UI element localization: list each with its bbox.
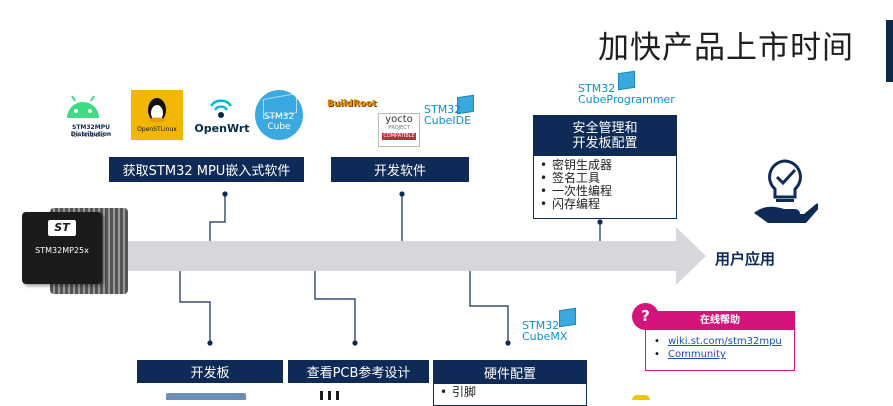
openstlinux-logo: OpenSTLinux [131, 90, 183, 140]
help-question-icon: ? [632, 303, 659, 330]
stm32cubeide-logo: STM32 CubeIDE [424, 94, 484, 127]
box-hw-config: 硬件配置 •引脚 [433, 360, 587, 406]
pcb-image [320, 391, 339, 400]
page-title: 加快产品上市时间 [598, 30, 854, 66]
android-icon [67, 95, 99, 118]
list-item: •闪存编程 [540, 197, 601, 211]
stm32cube-line2: Cube [267, 122, 291, 132]
list-item: •引脚 [440, 385, 477, 399]
hw-config-list: •引脚 [434, 384, 586, 399]
st-logo: ST [48, 220, 76, 236]
yocto-compatible-tag: COMPATIBLE [382, 133, 416, 140]
cubemx-line2: CubeMX [522, 330, 568, 343]
openwrt-logo: OpenWrt [192, 96, 252, 140]
lightbulb-hand-icon [754, 159, 818, 223]
buildroot-label: BuildRoot [327, 99, 377, 109]
cubemx-line1: STM32 [522, 319, 560, 332]
security-box-list: •密钥生成器 •签名工具 •一次性编程 •闪存编程 [534, 156, 676, 211]
stm32cubemx-logo: STM32 CubeMX [522, 307, 582, 344]
yocto-sub: PROJECT [388, 125, 410, 131]
cube-icon [559, 307, 576, 328]
android-logo: STM32MPU Distribution for Android™ [55, 92, 127, 146]
android-logo-line1: STM32MPU Distribution [70, 124, 112, 138]
box-get-embedded-software: 获取STM32 MPU嵌入式软件 [109, 157, 304, 182]
edge-bar [886, 20, 893, 82]
stm32cube-logo: STM32 Cube [255, 90, 303, 140]
cube-icon [618, 70, 635, 91]
cubeide-line2: CubeIDE [424, 114, 472, 127]
stm32cubeprogrammer-logo: STM32 CubeProgrammer [578, 70, 678, 107]
online-help-title: 在线帮助 [646, 312, 794, 330]
box-dev-software: 开发软件 [331, 157, 469, 182]
yocto-logo: yocto PROJECT COMPATIBLE [378, 113, 420, 147]
android-logo-line2: for Android™ [71, 132, 111, 139]
cubeprogrammer-line2: CubeProgrammer [578, 93, 675, 106]
tux-icon [148, 98, 166, 123]
box-pcb-reference: 查看PCB参考设计 [288, 360, 429, 383]
security-box-title: 安全管理和 开发板配置 [534, 116, 676, 156]
cubeide-line1: STM32 [424, 103, 462, 116]
list-item: •密钥生成器 [540, 158, 613, 172]
user-application-label: 用户应用 [715, 250, 776, 268]
dev-board-image [166, 393, 246, 400]
list-item: •一次性编程 [540, 184, 613, 198]
chip-stm32mp25x: ST STM32MP25x [22, 208, 128, 294]
online-help-links: •wiki.st.com/stm32mpu •Community [654, 336, 782, 360]
link-wiki[interactable]: wiki.st.com/stm32mpu [668, 336, 782, 347]
chip-label: STM32MP25x [35, 246, 89, 255]
box-security-management: 安全管理和 开发板配置 •密钥生成器 •签名工具 •一次性编程 •闪存编程 [533, 115, 677, 219]
online-help-box: 在线帮助 •wiki.st.com/stm32mpu •Community [645, 311, 795, 371]
openstlinux-label: OpenSTLinux [137, 126, 177, 133]
openwrt-label: OpenWrt [194, 122, 250, 135]
hw-config-title: 硬件配置 [434, 361, 586, 384]
box-dev-board: 开发板 [137, 360, 283, 383]
stm32cube-line1: STM32 [263, 112, 295, 122]
buildroot-logo: BuildRoot [327, 99, 379, 121]
yocto-main: yocto [385, 114, 413, 125]
link-community[interactable]: Community [668, 349, 726, 360]
partial-circle-icon [632, 395, 650, 400]
cubeprogrammer-line1: STM32 [578, 82, 616, 95]
list-item: •签名工具 [540, 171, 601, 185]
wifi-icon [210, 99, 232, 118]
